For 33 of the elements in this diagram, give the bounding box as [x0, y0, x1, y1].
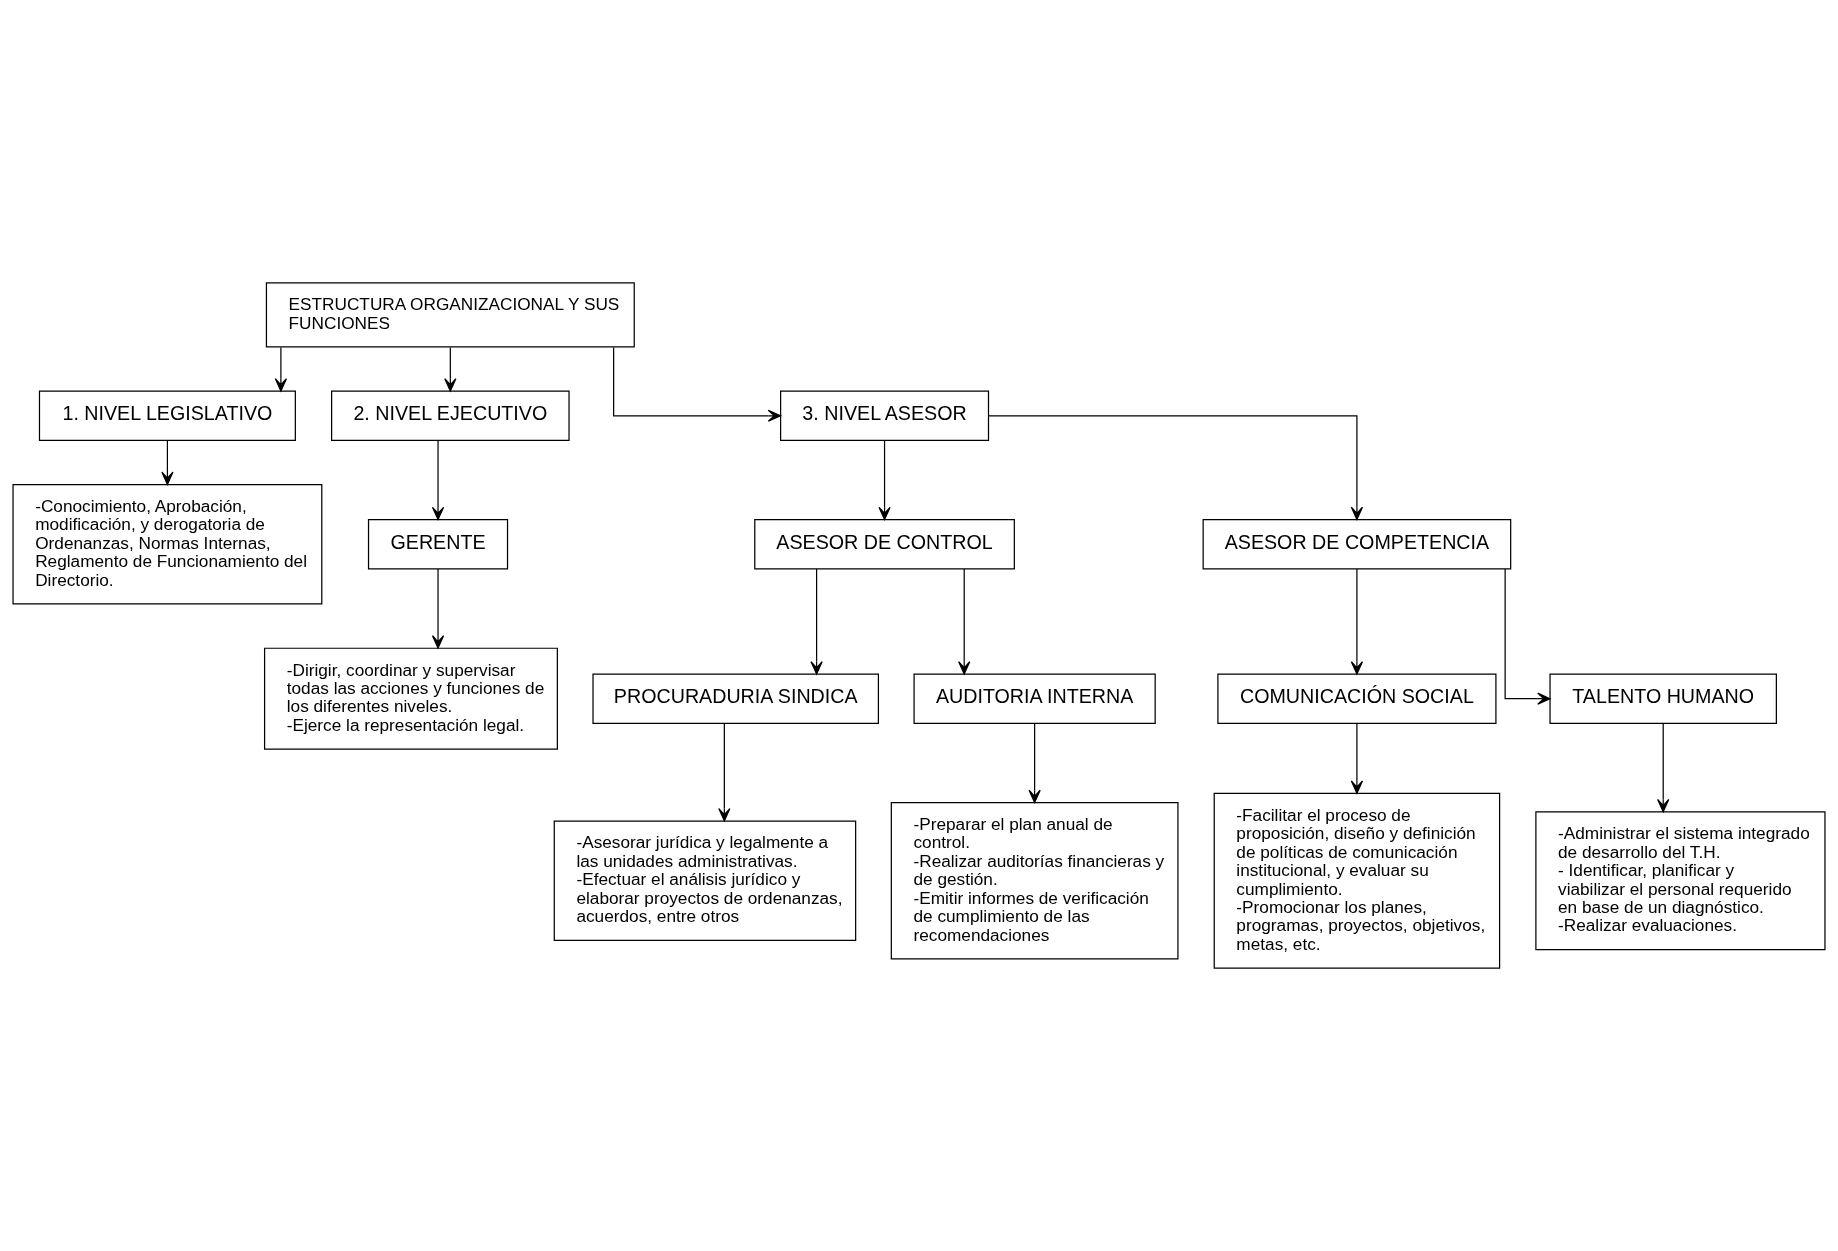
arrow [988, 415, 1364, 521]
node-box: COMUNICACIÓN SOCIAL [1217, 673, 1497, 724]
arrow [161, 439, 174, 486]
arrow [718, 723, 731, 822]
node-box: 2. NIVEL EJECUTIVO [331, 390, 570, 441]
arrow [1504, 568, 1551, 705]
node-box: TALENTO HUMANO [1549, 673, 1777, 724]
node-box: -Asesorar jurídica y legalmente a las unidades administrativas. -Efectuar el análisis jurídico y elaborar proyectos de ordenanzas, acuerdos, entre otros [553, 820, 857, 941]
arrow [1028, 723, 1041, 804]
node-box: PROCURADURIA SINDICA [592, 673, 880, 724]
node-box: ASESOR DE CONTROL [754, 519, 1015, 570]
arrow [431, 439, 445, 521]
arrow [613, 346, 782, 422]
arrow [1657, 723, 1670, 813]
node-box: 3. NIVEL ASESOR [780, 390, 990, 441]
arrow [431, 568, 445, 649]
node-box: -Dirigir, coordinar y supervisar todas las acciones y funciones de los diferentes niveles. -Ejerce la representación legal. [263, 647, 558, 750]
node-box: AUDITORIA INTERNA [913, 673, 1156, 724]
node-box: ASESOR DE COMPETENCIA [1202, 519, 1512, 570]
arrow [1350, 723, 1364, 794]
node-box: 1. NIVEL LEGISLATIVO [38, 390, 296, 441]
arrow [274, 346, 288, 392]
node-box: -Facilitar el proceso de proposición, diseño y definición de políticas de comunicación institucional, y evaluar su cumplimiento. -Promocionar los planes, programas, proyectos, objetivos, metas, etc. [1213, 792, 1501, 969]
node-box: GERENTE [367, 519, 509, 570]
arrow [1350, 568, 1364, 675]
arrow [444, 346, 457, 392]
node-box: -Preparar el plan anual de control. -Realizar auditorías financieras y de gestión. -Emitir informes de verificación de cumplimiento de las recomendaciones [890, 802, 1179, 960]
node-box: -Administrar el sistema integrado de desarrollo del T.H. - Identificar, planificar y viabilizar el personal requerido en base de un diagnóstico. -Realizar evaluaciones. [1535, 811, 1826, 951]
arrow [810, 568, 823, 675]
arrow [878, 439, 891, 521]
node-box: -Conocimiento, Aprobación, modificación, y derogatoria de Ordenanzas, Normas Internas, Reglamento de Funcionamiento del Directorio. [12, 484, 323, 605]
arrow [958, 568, 971, 675]
node-box: ESTRUCTURA ORGANIZACIONAL Y SUS FUNCIONES [265, 282, 635, 348]
